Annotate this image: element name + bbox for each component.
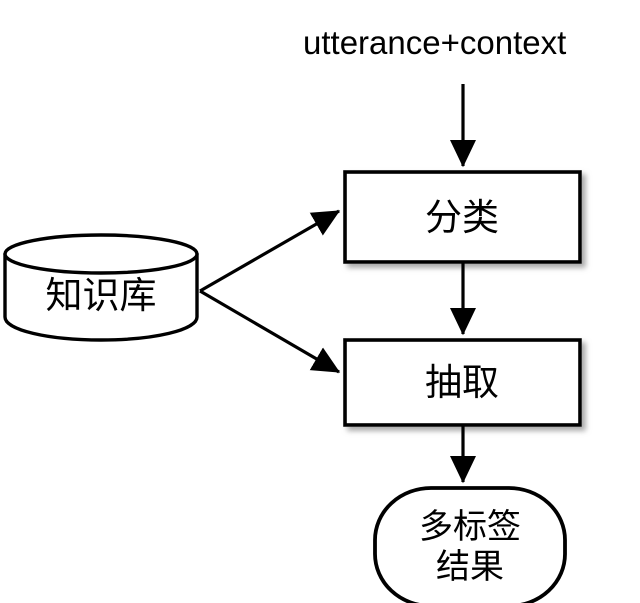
node-result: 多标签 结果 — [373, 486, 567, 603]
extract-box — [343, 338, 582, 427]
result-label-line2: 结果 — [436, 548, 504, 586]
classify-label: 分类 — [425, 197, 499, 238]
edge-kb-to-extract — [199, 289, 341, 374]
node-knowledge-base: 知识库 — [3, 233, 199, 342]
classify-box — [343, 170, 582, 264]
knowledge-base-label: 知识库 — [46, 275, 157, 316]
input-text-label: utterance+context — [303, 24, 566, 61]
cylinder-top-ellipse — [3, 233, 199, 275]
node-extract: 抽取 — [343, 338, 582, 427]
edge-kb-to-classify — [199, 209, 341, 293]
extract-label: 抽取 — [425, 362, 499, 403]
cylinder-body — [3, 253, 199, 342]
result-label-line1: 多标签 — [419, 508, 521, 546]
node-classify: 分类 — [343, 170, 582, 264]
result-terminator-shape — [373, 486, 567, 603]
